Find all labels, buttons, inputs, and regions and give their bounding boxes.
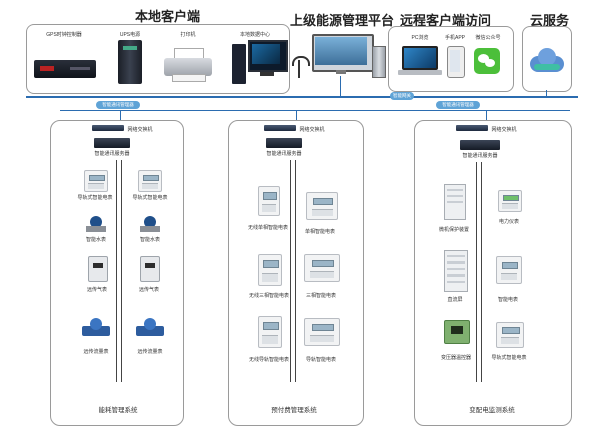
power-protection-icon: [444, 184, 466, 220]
phone-icon: [447, 46, 465, 78]
drop-platform: [340, 76, 341, 96]
energy-water-1-icon: [86, 216, 106, 234]
prepaid-switch-icon: [264, 125, 296, 131]
prepaid-meter-6-icon: [304, 318, 340, 346]
platform-server-icon: [372, 46, 386, 78]
power-trunk-left: [476, 162, 477, 382]
ups-device-icon: [118, 40, 142, 84]
prepaid-meter-1-icon: [258, 186, 280, 216]
power-device-1-label: 微机保护装置: [438, 227, 470, 233]
bus-label-center: 智能网关: [390, 92, 414, 100]
energy-device-4-label: 智能水表: [139, 237, 161, 243]
power-device-3-label: 直流屏: [447, 297, 463, 303]
cloud-icon: [528, 44, 566, 74]
heading-local-client: 本地客户端: [135, 9, 201, 24]
energy-flow-2-icon: [136, 318, 164, 340]
heading-remote-client: 远程客户端访问: [400, 13, 492, 28]
secondary-bus-line: [60, 110, 570, 111]
power-system-title: 变配电监测系统: [469, 407, 515, 414]
prepaid-device-1-label: 无线单相智能电表: [247, 225, 289, 231]
energy-device-8-label: 远传流量表: [137, 349, 163, 355]
energy-device-2-label: 导轨式智能电表: [132, 195, 168, 201]
energy-device-3-label: 智能水表: [85, 237, 107, 243]
energy-meter-1-icon: [84, 170, 108, 192]
energy-device-5-label: 远传气表: [86, 287, 108, 293]
energy-device-1-label: 导轨式智能电表: [77, 195, 113, 201]
power-switch-icon: [456, 125, 488, 131]
energy-flow-1-icon: [82, 318, 110, 340]
prepaid-device-4-label: 三相智能电表: [305, 293, 337, 299]
prepaid-meter-2-icon: [306, 192, 338, 220]
prepaid-server-label: 智能通讯服务器: [266, 151, 302, 157]
heading-platform: 上级能源管理平台: [290, 13, 395, 28]
power-trunk-right: [481, 162, 482, 382]
prepaid-server-icon: [266, 138, 302, 148]
prepaid-meter-5-icon: [258, 316, 282, 348]
power-device-6-label: 导轨式智能电表: [491, 355, 527, 361]
platform-antenna-icon: [292, 56, 310, 78]
power-server-label: 智能通讯服务器: [462, 153, 498, 159]
energy-meter-2-icon: [138, 170, 162, 192]
platform-monitor-icon: [312, 34, 374, 74]
energy-device-6-label: 远传气表: [138, 287, 160, 293]
bus-label-right: 智能通讯管理器: [436, 101, 480, 109]
drop-prepaid: [296, 110, 297, 124]
printer-label: 打印机: [180, 32, 196, 38]
energy-server-label: 智能通讯服务器: [94, 151, 130, 157]
local-data-center-icon: [232, 40, 288, 86]
prepaid-device-3-label: 无线三相智能电表: [248, 293, 290, 299]
prepaid-system-title: 预付费管理系统: [271, 407, 317, 414]
prepaid-device-6-label: 导轨智能电表: [305, 357, 337, 363]
local-data-center-label: 本地数据中心: [239, 32, 271, 38]
energy-trunk-right: [121, 160, 122, 382]
energy-device-7-label: 远传流量表: [83, 349, 109, 355]
prepaid-device-5-label: 无线导轨智能电表: [248, 357, 290, 363]
wechat-icon: [474, 48, 500, 74]
power-instrument-icon: [498, 190, 522, 212]
heading-cloud: 云服务: [530, 13, 570, 28]
prepaid-trunk-right: [295, 160, 296, 382]
energy-system-title: 能耗管理系统: [98, 407, 138, 414]
ups-label: UPS电源: [119, 32, 141, 38]
gps-label: GPS时钟控制器: [46, 32, 82, 38]
drop-cloud: [546, 90, 547, 96]
prepaid-system-box: [228, 120, 364, 426]
wechat-label: 微信公众号: [475, 35, 501, 41]
energy-system-box: [50, 120, 184, 426]
printer-icon: [164, 48, 212, 82]
drop-energy: [120, 110, 121, 124]
energy-trunk-left: [116, 160, 117, 382]
laptop-icon: [398, 46, 442, 78]
local-client-box: [26, 24, 290, 94]
power-transformer-controller-icon: [444, 320, 470, 344]
energy-gas-2-icon: [140, 256, 160, 282]
prepaid-switch-label: 网络交换机: [299, 127, 325, 133]
prepaid-trunk-left: [290, 160, 291, 382]
prepaid-meter-4-icon: [304, 254, 340, 282]
gps-clock-device-icon: [34, 60, 96, 78]
drop-power: [486, 110, 487, 124]
power-dc-panel-icon: [444, 250, 468, 292]
energy-switch-icon: [92, 125, 124, 131]
power-system-box: [414, 120, 572, 426]
energy-water-2-icon: [140, 216, 160, 234]
prepaid-device-2-label: 单相智能电表: [304, 229, 336, 235]
main-bus-line: [26, 96, 578, 98]
energy-server-icon: [94, 138, 130, 148]
power-device-2-label: 电力仪表: [498, 219, 520, 225]
pc-label: PC浏览: [411, 35, 429, 41]
prepaid-meter-3-icon: [258, 254, 282, 286]
phone-app-label: 手机APP: [444, 35, 466, 41]
power-rail-meter-icon: [496, 322, 524, 348]
power-server-icon: [460, 140, 500, 150]
bus-label-left: 智能通讯管理器: [96, 101, 140, 109]
energy-gas-1-icon: [88, 256, 108, 282]
power-smart-meter-icon: [496, 256, 522, 284]
power-device-4-label: 智能电表: [497, 297, 519, 303]
power-device-5-label: 变压器温控器: [440, 355, 472, 361]
energy-switch-label: 网络交换机: [127, 127, 153, 133]
power-switch-label: 网络交换机: [491, 127, 517, 133]
